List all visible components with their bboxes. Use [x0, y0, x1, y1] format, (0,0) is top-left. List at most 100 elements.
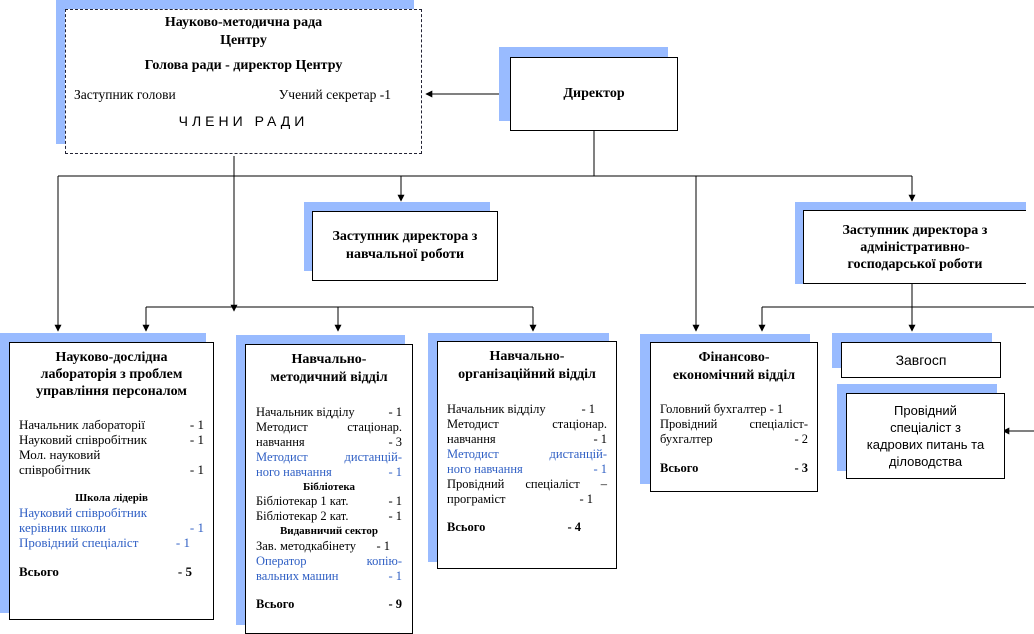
- method-r2-value: - 3: [388, 435, 402, 449]
- org-r3-line1: Методист дистанцій-: [447, 447, 607, 461]
- method-total: Всього - 9: [256, 597, 402, 612]
- hr-line3: кадрових питань та: [866, 437, 985, 452]
- org-r4-line1: Провідний спеціаліст –: [447, 477, 607, 491]
- finance-row-accountant: бухгалтер - 2: [660, 432, 808, 447]
- hr-line1: Провідний: [894, 403, 957, 418]
- supply-title: Завгосп: [895, 352, 947, 368]
- council-box: Науково-методична рада Центру Голова рад…: [65, 9, 422, 154]
- org-r4-line2: програміст: [447, 492, 506, 506]
- method-pub2-value: - 1: [388, 569, 402, 583]
- method-lib1-value: - 1: [388, 494, 402, 508]
- lab-title-3: управління персоналом: [36, 384, 187, 399]
- hr-line2: спеціаліст з: [890, 420, 961, 435]
- council-secretary: Учений секретар -1: [278, 87, 391, 102]
- org-title-2: організаційний відділ: [458, 367, 596, 382]
- method-lib2-value: - 1: [388, 509, 402, 523]
- org-r1-label: Начальник відділу: [447, 402, 546, 416]
- method-row-distance: ного навчання - 1: [256, 465, 402, 480]
- method-pub1-value: - 1: [376, 539, 390, 553]
- method-row-head: Начальник відділу- 1: [256, 404, 402, 420]
- method-library-title: Бібліотека: [302, 481, 356, 493]
- hr-line4: діловодства: [888, 454, 963, 469]
- lab-title-1: Науково-дослідна: [55, 350, 168, 365]
- finance-r2-line1: Провідний спеціаліст-: [660, 417, 808, 431]
- lab-row-head: Начальник лабораторії - 1: [19, 417, 204, 432]
- lab-title-2: лабораторія з проблем: [40, 367, 183, 382]
- method-total-label: Всього: [256, 597, 295, 611]
- finance-total: Всього - 3: [660, 461, 808, 476]
- deputy-edu-box: Заступник директора з навчальної роботи: [312, 211, 498, 281]
- method-lib2-label: Бібліотекар 2 кат.: [256, 509, 349, 523]
- method-lib1-label: Бібліотекар 1 кат.: [256, 494, 349, 508]
- hr-box: Провідний спеціаліст з кадрових питань т…: [846, 393, 1005, 479]
- deputy-admin-line3: господарської роботи: [847, 256, 983, 272]
- org-total: Всього - 4: [447, 520, 607, 535]
- deputy-admin-line1: Заступник директора з: [842, 222, 988, 238]
- org-r3-line2: ного навчання: [447, 462, 523, 476]
- finance-r2-value: - 2: [794, 432, 808, 446]
- lab-junior-line2: співробітник: [19, 462, 91, 477]
- finance-r1: Головний бухгалтер - 1: [660, 402, 784, 416]
- method-r3-line1: Методист дистанцій-: [256, 450, 402, 464]
- lab-row-head-label: Начальник лабораторії: [19, 417, 145, 432]
- lab-row-junior: співробітник - 1: [19, 462, 204, 477]
- lab-row-researcher-label: Науковий співробітник: [19, 432, 148, 447]
- supply-box: Завгосп: [841, 342, 1001, 378]
- org-total-label: Всього: [447, 520, 486, 534]
- finance-title-2: економічний відділ: [672, 368, 796, 383]
- finance-box: Фінансово- економічний відділ Головний б…: [650, 342, 818, 492]
- finance-r2-line2: бухгалтер: [660, 432, 713, 446]
- deputy-admin-line2: адміністративно-: [860, 239, 970, 255]
- lab-total-label: Всього: [19, 564, 59, 579]
- org-r1-value: - 1: [581, 402, 595, 416]
- method-r1-label: Начальник відділу: [256, 405, 355, 419]
- council-roles: Заступник голови Учений секретар -1: [74, 87, 413, 103]
- org-total-value: - 4: [567, 520, 581, 534]
- council-members: ЧЛЕНИ РАДИ: [178, 113, 309, 129]
- org-row-programmer: програміст - 1: [447, 492, 607, 507]
- method-r3-line2: ного навчання: [256, 465, 332, 479]
- method-r2-line1: Методист стаціонар.: [256, 420, 402, 434]
- lab-junior-value: - 1: [189, 462, 204, 477]
- method-r3-value: - 1: [388, 465, 402, 479]
- lab-school-row3-value: - 1: [175, 535, 190, 550]
- org-r4-value: - 1: [579, 492, 593, 506]
- lab-row-researcher: Науковий співробітник - 1: [19, 432, 204, 447]
- method-pub1-label: Зав. методкабінету: [256, 539, 357, 553]
- lab-school-row3-label: Провідний спеціаліст: [19, 535, 139, 550]
- org-r2-line2: навчання: [447, 432, 496, 446]
- lab-school-row1: Науковий співробітник: [19, 505, 148, 520]
- method-pub2-line2: вальних машин: [256, 569, 339, 583]
- deputy-edu-line1: Заступник директора з: [332, 229, 478, 244]
- director-title: Директор: [563, 86, 625, 101]
- method-title-1: Навчально-: [291, 352, 367, 367]
- council-title-1: Науково-методична рада: [164, 15, 323, 30]
- method-total-value: - 9: [388, 597, 402, 611]
- org-row-stationary: навчання- 1: [447, 432, 607, 447]
- org-r3-value: - 1: [593, 462, 607, 476]
- lab-junior-line1: Мол. науковий: [19, 447, 101, 462]
- method-box: Навчально- методичний відділ Начальник в…: [245, 344, 413, 634]
- lab-school-row3: Провідний спеціаліст - 1: [19, 535, 204, 550]
- org-box: Навчально- організаційний відділ Начальн…: [437, 341, 617, 569]
- lab-row-researcher-value: - 1: [189, 432, 204, 447]
- org-row-head: Начальник відділу - 1: [447, 402, 607, 417]
- finance-total-label: Всього: [660, 461, 699, 475]
- lab-row-head-value: - 1: [189, 417, 204, 432]
- org-r2-line1: Методист стаціонар.: [447, 417, 607, 431]
- method-pub2-line1: Оператор копію-: [256, 554, 402, 568]
- method-row-operator: вальних машин - 1: [256, 569, 402, 584]
- method-pub1: Зав. методкабінету - 1: [256, 539, 402, 554]
- method-row-stationary: навчання- 3: [256, 435, 402, 450]
- method-title-2: методичний відділ: [270, 370, 388, 385]
- method-publish-title: Видавничий сектор: [279, 525, 379, 537]
- org-title-1: Навчально-: [489, 349, 565, 364]
- org-row-distance: ного навчання - 1: [447, 462, 607, 477]
- lab-school-title: Школа лідерів: [75, 492, 148, 504]
- deputy-edu-line2: навчальної роботи: [345, 247, 465, 262]
- lab-school-row2: керівник школи- 1: [19, 520, 204, 535]
- deputy-admin-box: Заступник директора з адміністративно- г…: [803, 210, 1026, 284]
- finance-total-value: - 3: [794, 461, 808, 475]
- council-head: Голова ради - директор Центру: [144, 58, 343, 73]
